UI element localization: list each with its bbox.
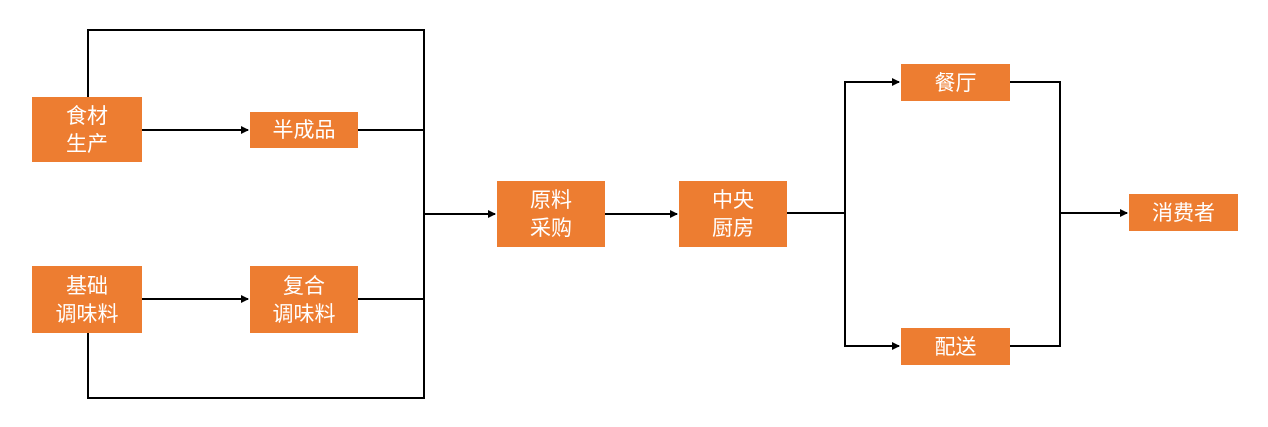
node-base-seasoning: 基础调味料 <box>32 266 142 333</box>
connector-bottom-bypass <box>87 214 425 399</box>
arrow-split-to-delivery <box>844 213 900 350</box>
node-central-kitchen: 中央厨房 <box>679 181 787 247</box>
connector-delivery-to-merge <box>1010 213 1061 347</box>
node-semi-finished: 半成品 <box>250 112 358 148</box>
connector-top-bypass <box>87 29 425 214</box>
node-restaurant: 餐厅 <box>901 64 1010 101</box>
node-consumer: 消费者 <box>1129 194 1238 231</box>
node-compound-seasoning: 复合调味料 <box>250 266 358 333</box>
arrow-split-to-restaurant <box>844 78 900 213</box>
node-food-production: 食材生产 <box>32 97 142 162</box>
node-procurement: 原料采购 <box>497 181 605 247</box>
node-delivery: 配送 <box>901 328 1010 365</box>
connector-restaurant-to-merge <box>1010 81 1061 213</box>
